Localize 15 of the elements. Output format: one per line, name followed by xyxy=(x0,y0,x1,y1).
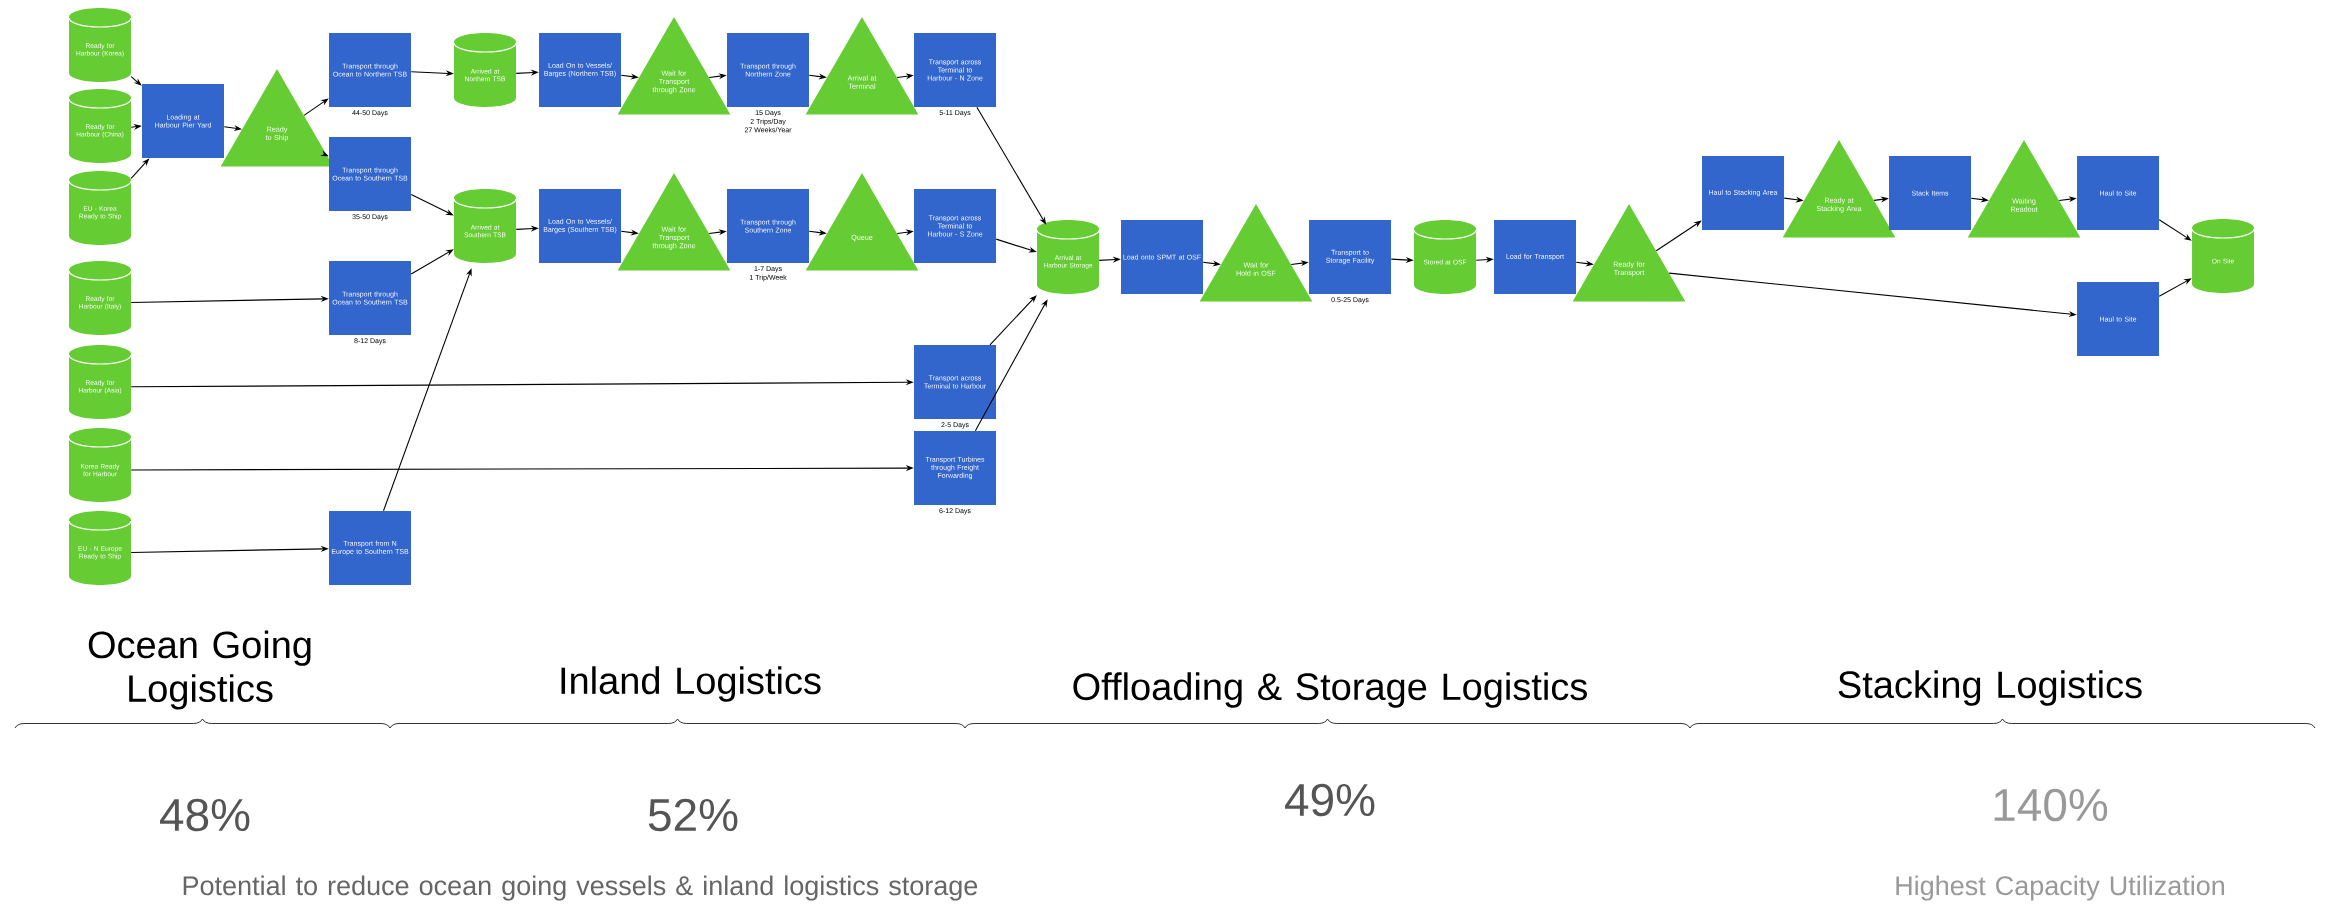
note: Potential to reduce ocean going vessels & inland logistics storage xyxy=(183,875,978,901)
phase-title: Ocean Going Logistics xyxy=(88,630,311,710)
arrow xyxy=(303,98,329,116)
percentage: 49% xyxy=(1285,783,1375,817)
phase-title: Inland Logistics xyxy=(561,666,821,702)
arrow xyxy=(989,295,1037,346)
phase-title: Offloading & Storage Logistics xyxy=(1073,672,1587,708)
phase-title: Stacking Logistics xyxy=(1838,670,2142,706)
arrow xyxy=(1655,220,1702,252)
percentage: 140% xyxy=(1994,788,2108,822)
arrow xyxy=(130,76,142,86)
note: Highest Capacity Utilization xyxy=(1896,875,2224,901)
percentage: 52% xyxy=(648,798,738,832)
percentage: 48% xyxy=(160,798,250,832)
arrow xyxy=(2158,219,2192,241)
